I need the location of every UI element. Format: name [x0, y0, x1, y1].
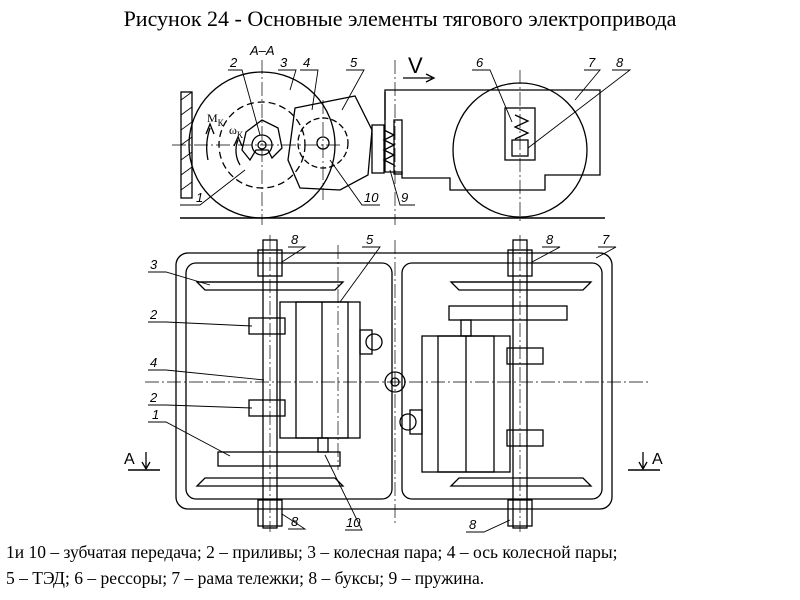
end-beam-hatch — [180, 91, 193, 101]
callout-label: 10 — [346, 515, 361, 530]
callout-label: 8 — [291, 232, 299, 247]
callout-label: 5 — [366, 232, 374, 247]
axle-box-bottom-right — [507, 499, 533, 527]
gear-wheel-left — [217, 451, 341, 467]
wheel-bottom-left — [195, 477, 345, 487]
callout-leader — [389, 169, 415, 206]
omega-arrow-head — [233, 135, 243, 147]
callout-label: 10 — [364, 190, 379, 205]
callout-label: 8 — [546, 232, 554, 247]
motor-right-nose-pin — [399, 413, 417, 431]
omega-symbol: ωК — [229, 123, 244, 140]
omega-arrow — [235, 139, 241, 166]
end-beam-hatch — [180, 181, 193, 191]
callout-label: 3 — [150, 257, 158, 272]
cut-label-right: А — [652, 451, 663, 468]
callout-leader — [595, 246, 617, 259]
callout-label: 2 — [149, 390, 158, 405]
moment-symbol: МК — [207, 111, 225, 128]
callout-leader — [341, 69, 365, 111]
axle-box-top-right — [507, 249, 533, 277]
callout-label: 4 — [150, 355, 157, 370]
callout-leader — [472, 69, 513, 123]
moment-arrow-head — [205, 122, 215, 135]
axle-box-bottom-left — [257, 499, 283, 527]
nose-spring — [382, 129, 396, 166]
callout-label: 7 — [602, 232, 610, 247]
side-view: V А–А МК ωК 2 3 4 5 6 7 8 1 10 9 — [172, 43, 632, 225]
callout-leader — [281, 513, 307, 530]
callout-leader — [339, 246, 381, 303]
motor-left-pinion — [317, 437, 329, 453]
callout-label: 1 — [152, 407, 159, 422]
figure-title: Рисунок 24 - Основные элементы тягового … — [123, 6, 677, 31]
motor-left-nose-pin — [365, 333, 383, 351]
direction-arrow-head — [425, 73, 436, 83]
cut-label-left: А — [124, 451, 135, 468]
section-label: А–А — [249, 43, 275, 58]
callout-leader — [324, 454, 363, 531]
end-beam-hatch — [180, 121, 193, 131]
direction-label: V — [408, 53, 423, 78]
callout-leader — [148, 321, 253, 327]
nose-spring-box — [371, 124, 385, 174]
legend-line: 1и 10 – зубчатая передача; 2 – приливы; … — [6, 542, 618, 562]
callout-label: 5 — [350, 55, 358, 70]
wheel-top-right — [449, 281, 593, 291]
traction-drive-drawing: V А–А МК ωК 2 3 4 5 6 7 8 1 10 9 — [124, 43, 663, 533]
callout-label: 7 — [588, 55, 596, 70]
callout-leader — [148, 271, 211, 286]
end-beam-hatch — [180, 106, 193, 116]
nose-spring-box-right — [393, 119, 403, 175]
end-beam-hatch — [180, 151, 193, 161]
bogie-frame-side — [384, 89, 601, 191]
callout-label: 8 — [291, 514, 299, 529]
end-beam-hatch — [180, 136, 193, 146]
cut-arrow-left-head — [141, 461, 151, 471]
bogie-frame-outer — [175, 252, 613, 510]
callout-leader — [278, 69, 297, 91]
bogie-frame-inner-left — [185, 262, 393, 500]
callout-label: 1 — [196, 190, 203, 205]
callout-leader — [148, 369, 265, 381]
axle-suspension-lug — [241, 119, 283, 162]
gear-wheel-right — [448, 305, 568, 321]
callout-label: 4 — [303, 55, 310, 70]
motor-housing — [287, 95, 373, 191]
end-beam-hatch — [180, 166, 193, 176]
motor-left-nose — [359, 329, 373, 355]
cut-arrow-right-head — [638, 461, 648, 471]
wheel-bottom-right — [449, 477, 593, 487]
moment-arrow — [206, 127, 211, 161]
callout-leader — [148, 421, 231, 457]
callout-label: 2 — [149, 307, 158, 322]
legend-line: 5 – ТЭД; 6 – рессоры; 7 – рама тележки; … — [6, 568, 485, 588]
axle-box-top-left — [257, 249, 283, 277]
motor-right-nose — [409, 409, 423, 435]
axle-lug-upper-right — [506, 347, 544, 365]
callout-label: 2 — [229, 55, 238, 70]
callout-label: 8 — [469, 517, 477, 532]
callout-leader — [466, 519, 511, 533]
callout-leader — [574, 69, 601, 101]
callout-leader — [281, 246, 307, 263]
callout-leader — [329, 159, 380, 206]
callout-leader — [300, 69, 319, 111]
motor-right-pinion — [460, 319, 472, 337]
callout-label: 6 — [476, 55, 484, 70]
axle-lug-lower-right — [506, 429, 544, 447]
bogie-frame-inner-right — [401, 262, 603, 500]
callout-leader — [531, 246, 561, 263]
callout-label: 3 — [280, 55, 288, 70]
callout-leader — [180, 169, 246, 206]
callout-label: 9 — [401, 190, 408, 205]
plan-view: А А 8 3 5 2 4 2 1 8 8 7 8 10 — [124, 232, 663, 533]
callout-label: 8 — [616, 55, 624, 70]
callout-leader — [527, 69, 632, 149]
figure-legend: 1и 10 – зубчатая передача; 2 – приливы; … — [6, 539, 796, 591]
leaf-spring — [513, 114, 530, 140]
callout-leader — [228, 69, 261, 136]
callout-leader — [148, 404, 253, 409]
